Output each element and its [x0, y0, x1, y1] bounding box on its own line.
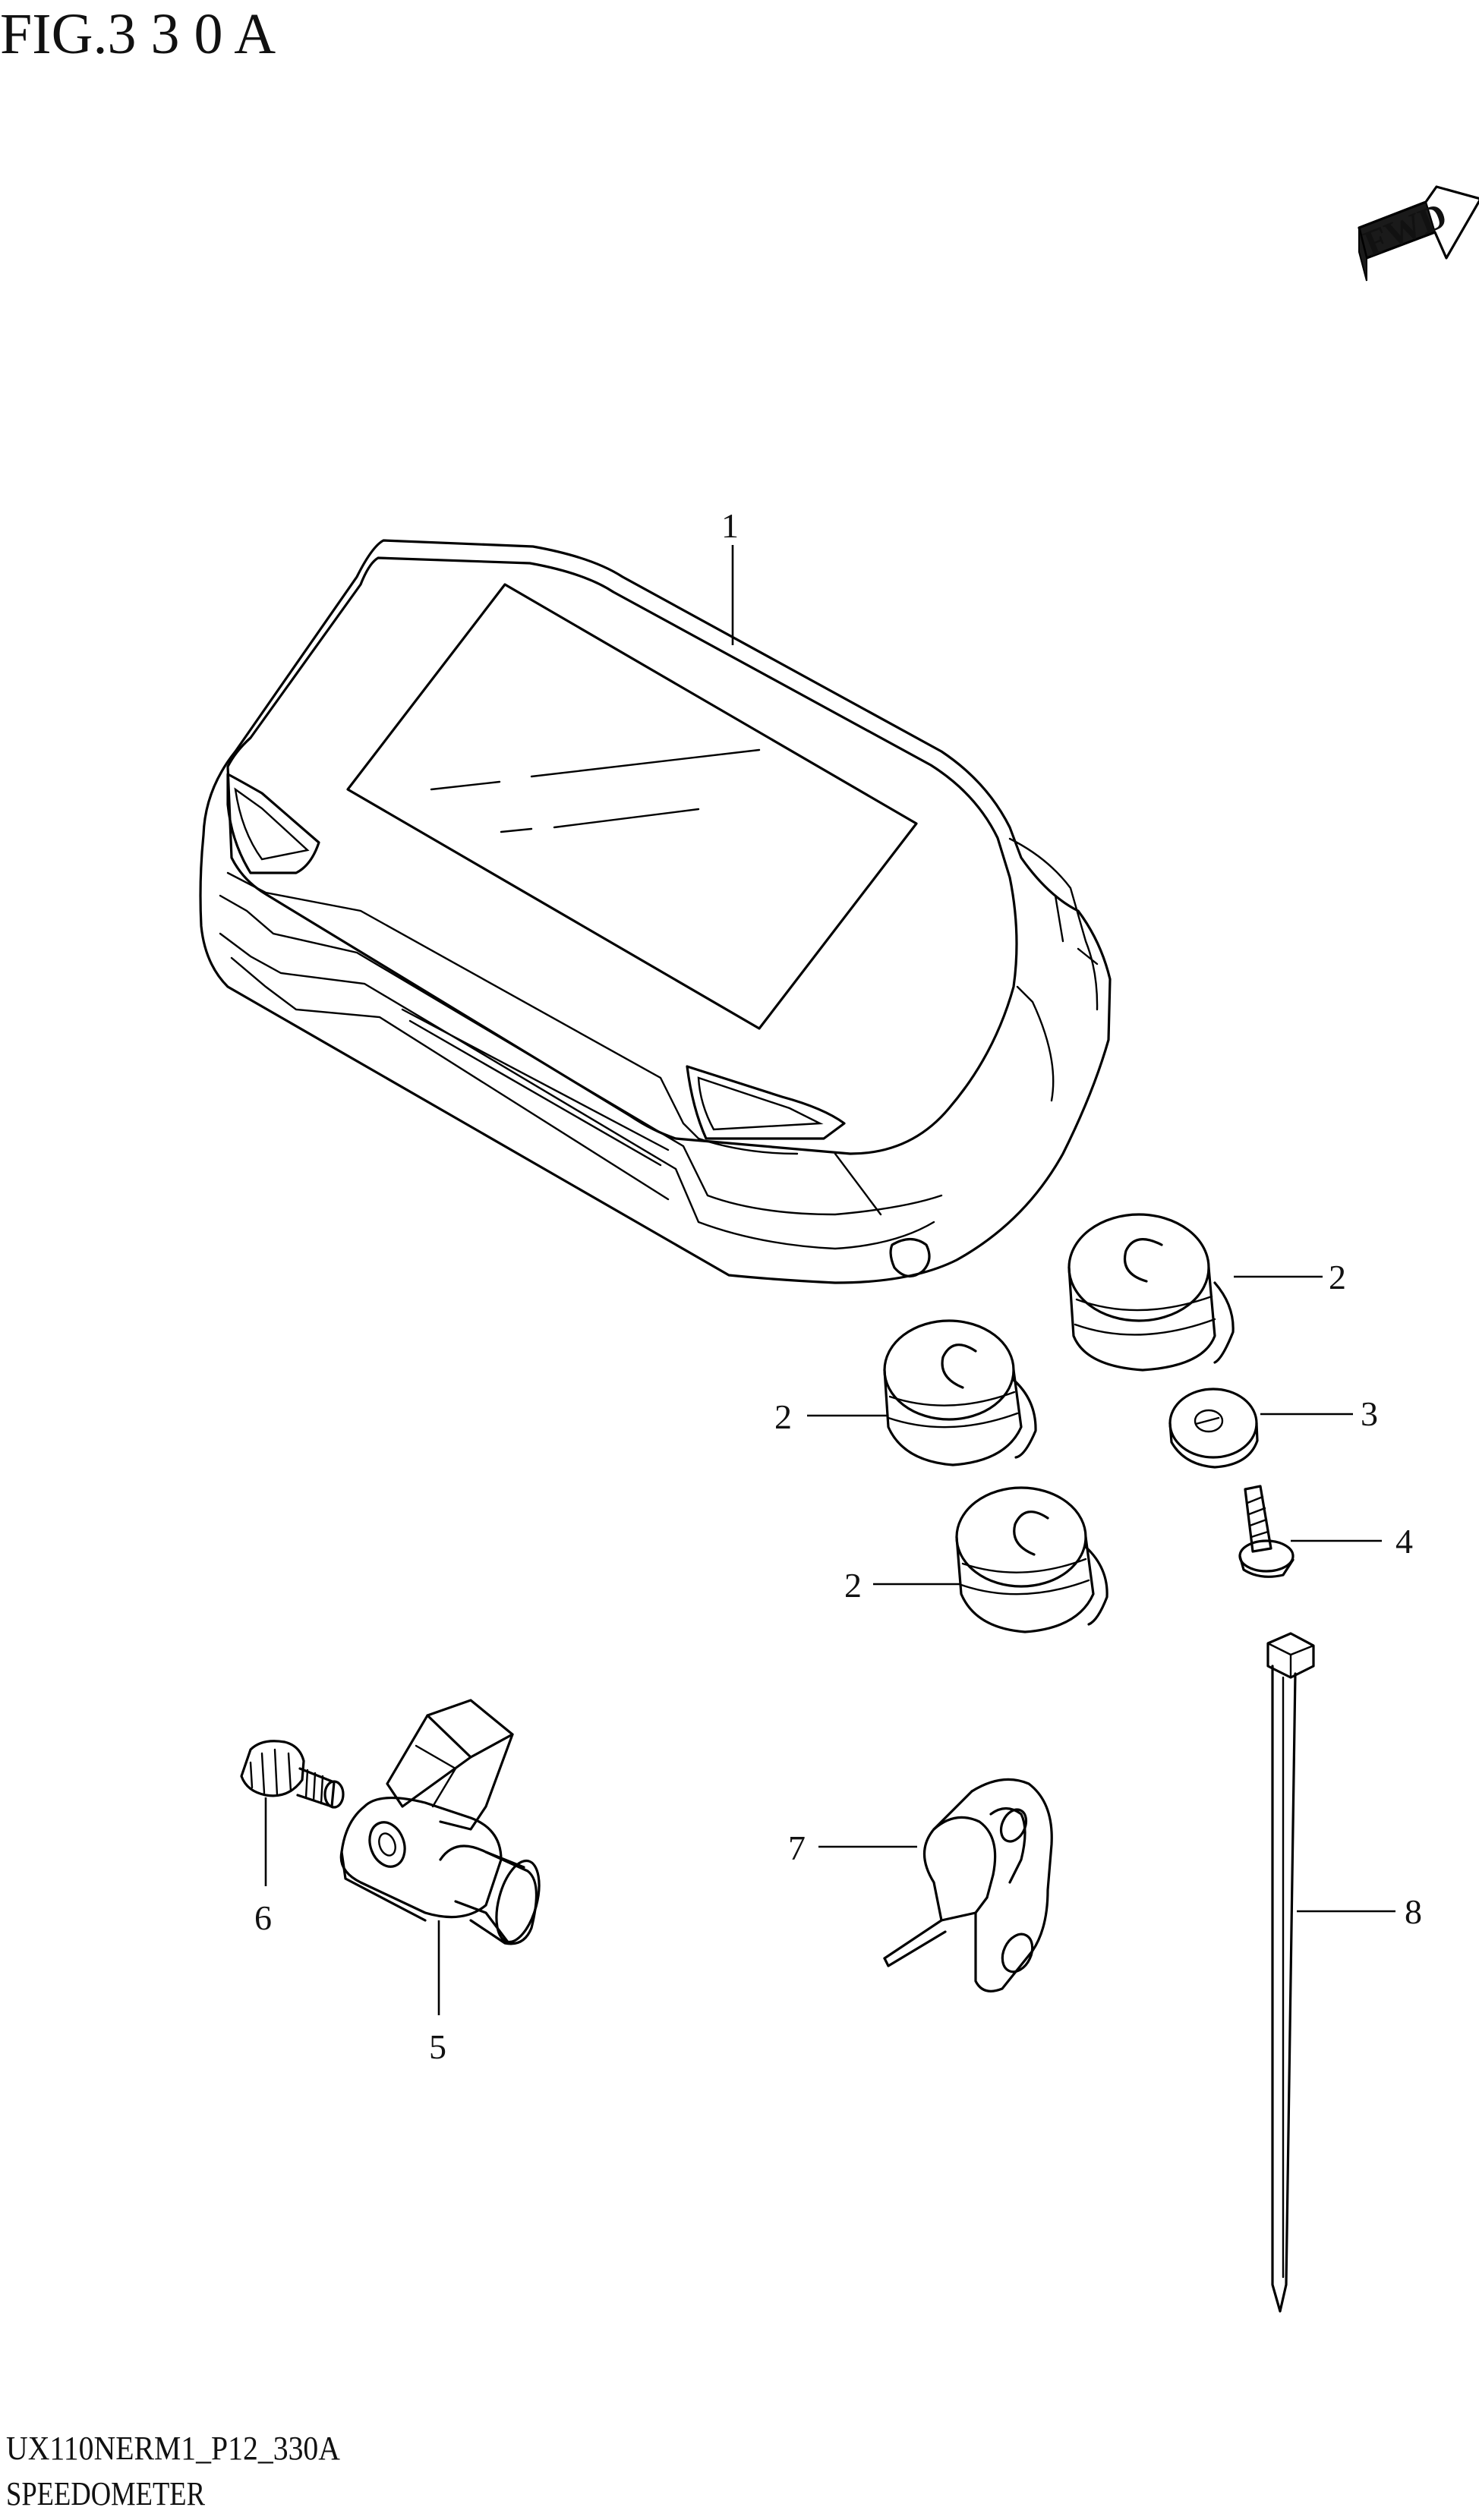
speed-sensor: [339, 1699, 541, 1945]
washer-collar: [1168, 1388, 1259, 1469]
rubber-grommet-c: [955, 1486, 1108, 1633]
callout-2-bottom: 2: [844, 1566, 862, 1605]
callout-1: 1: [721, 506, 739, 545]
callout-2-top: 2: [1329, 1258, 1346, 1296]
figure-title: FIG.3 3 0 A: [0, 2, 276, 66]
callout-7: 7: [788, 1829, 806, 1867]
cable-tie: [1266, 1632, 1315, 2313]
fwd-label: FWD: [1358, 195, 1452, 264]
callout-4: 4: [1395, 1522, 1413, 1561]
harness-clamp: [883, 1778, 1053, 1992]
fwd-arrow-icon: FWD: [1358, 185, 1479, 282]
sensor-bolt: [240, 1740, 345, 1809]
footer-name: SPEEDOMETER: [6, 2475, 206, 2512]
callout-8: 8: [1405, 1892, 1422, 1931]
rubber-grommet-b: [883, 1319, 1037, 1466]
leader-lines: [264, 545, 1395, 2015]
callout-5: 5: [429, 2027, 446, 2066]
callout-3: 3: [1361, 1394, 1378, 1433]
callout-2-left: 2: [774, 1397, 792, 1436]
speedometer-cluster: [199, 539, 1112, 1284]
footer-code: UX110NERM1_P12_330A: [6, 2430, 340, 2467]
tapping-screw: [1238, 1485, 1295, 1578]
callout-6: 6: [254, 1898, 272, 1937]
rubber-grommet-a: [1067, 1213, 1235, 1372]
